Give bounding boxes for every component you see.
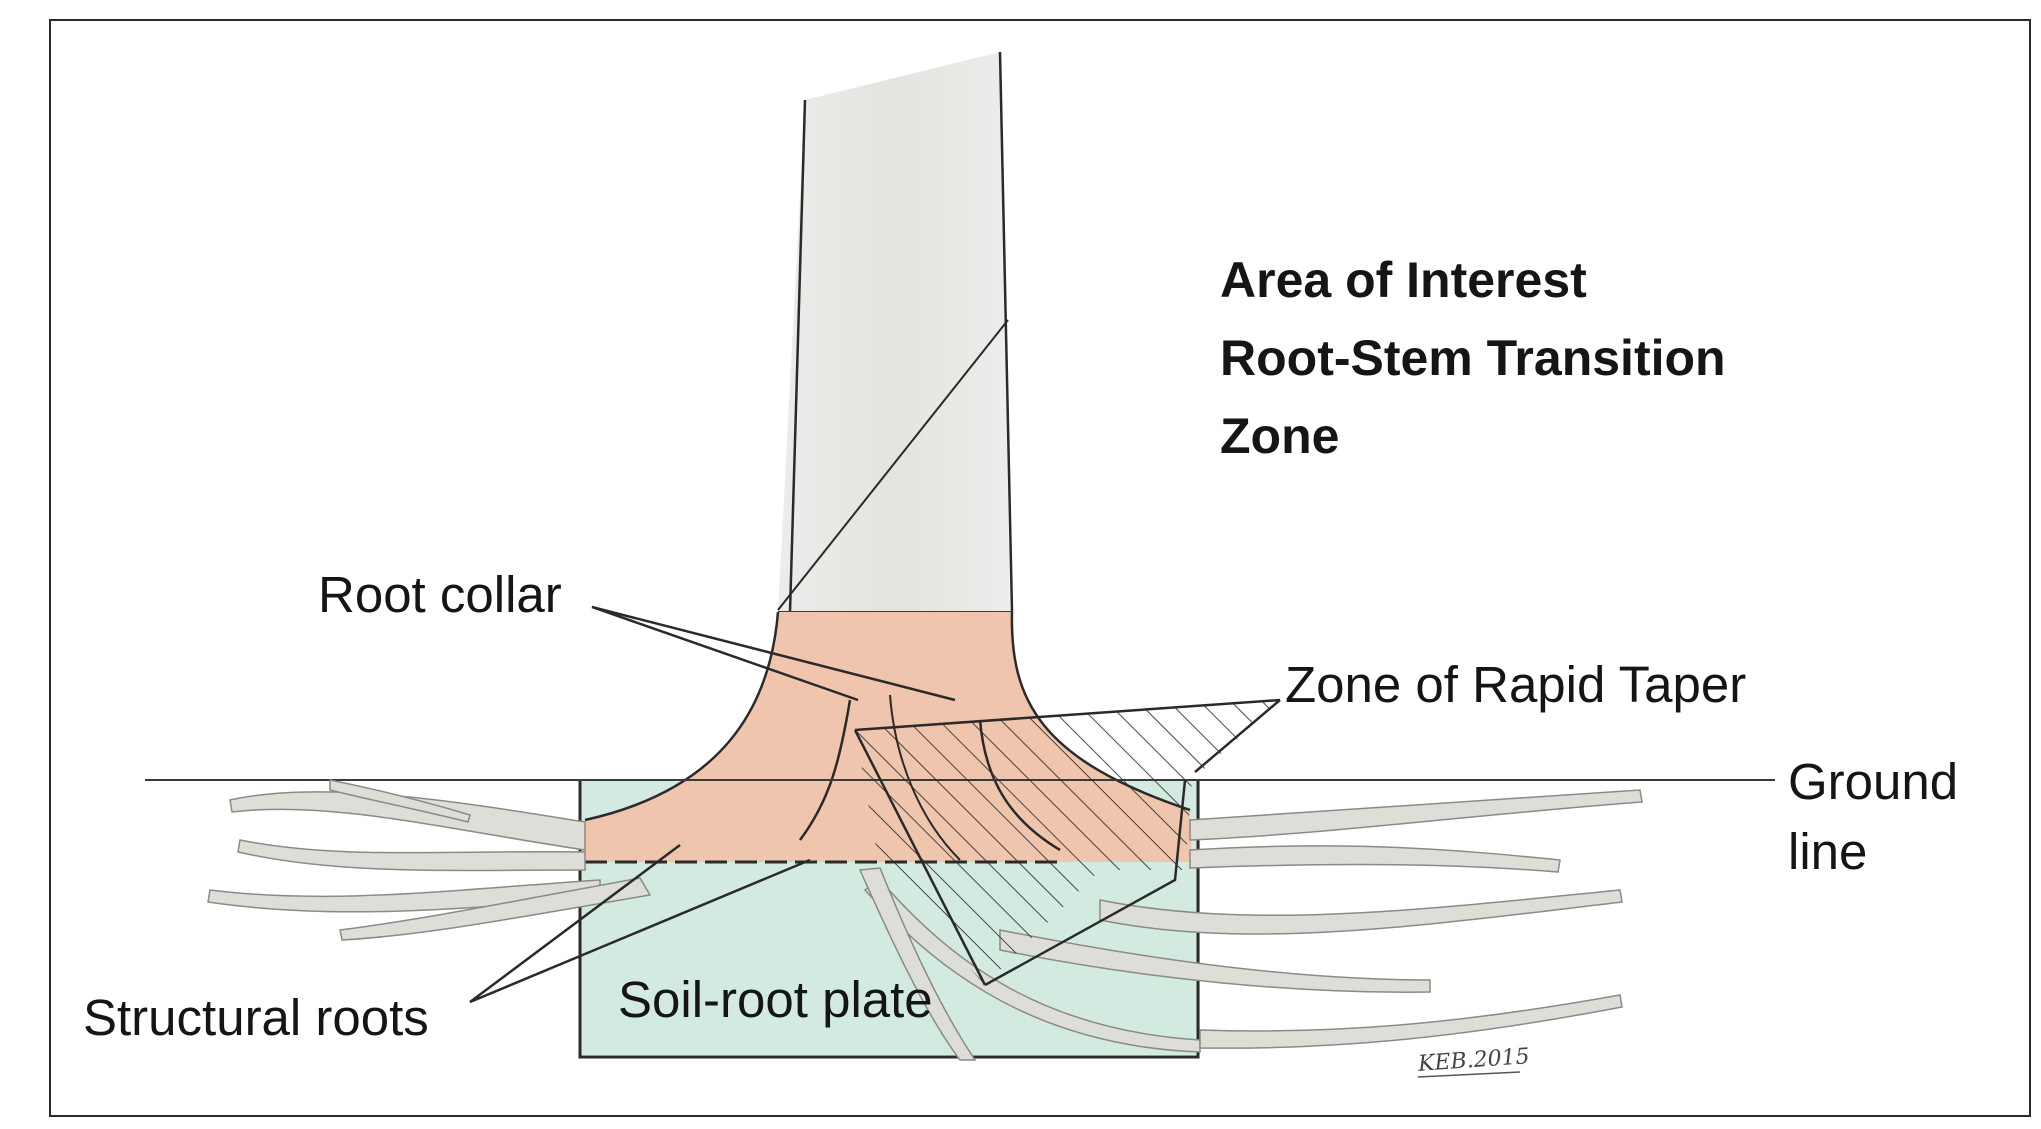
title-line-3: Zone (1220, 396, 1339, 476)
rapid-taper-label: Zone of Rapid Taper (1285, 655, 1746, 715)
trunk (778, 52, 1012, 612)
ground-line-label-1: Ground (1788, 752, 1958, 812)
title-line-1: Area of Interest (1220, 240, 1587, 320)
ground-line-label-2: line (1788, 822, 1867, 882)
soil-root-plate-label: Soil-root plate (618, 970, 933, 1030)
root-collar-label: Root collar (318, 565, 562, 625)
structural-roots-label: Structural roots (83, 988, 429, 1048)
title-line-2: Root-Stem Transition (1220, 318, 1726, 398)
